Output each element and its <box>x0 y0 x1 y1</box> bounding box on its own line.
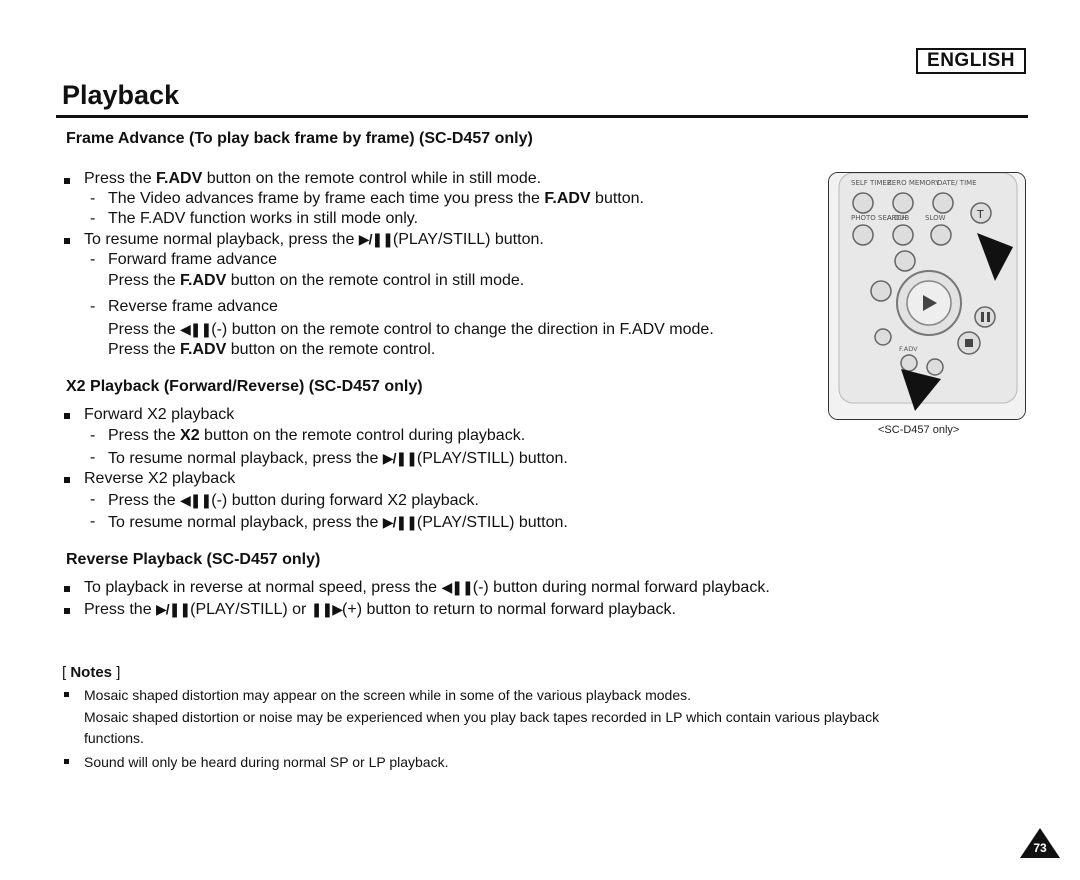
dash-marker: - <box>90 190 96 207</box>
play-still-icon: ▶/❚❚ <box>156 601 191 617</box>
bullet-icon <box>64 608 70 614</box>
x2-button <box>874 328 892 346</box>
dash-marker: - <box>90 251 96 268</box>
play-still-icon: ▶/❚❚ <box>382 450 418 466</box>
label-slow: SLOW <box>925 214 946 222</box>
reverse-icon: ◀❚❚ <box>180 321 212 337</box>
label-fadv: F.ADV <box>899 345 918 353</box>
play-still-icon: ▶/❚❚ <box>358 231 394 247</box>
bullet-icon <box>64 477 70 483</box>
title-rule <box>56 115 1028 118</box>
frame-advance-dash-4-line-3: Press the F.ADV button on the remote con… <box>108 341 436 358</box>
frame-advance-bullet-2: To resume normal playback, press the ▶/❚… <box>84 231 544 248</box>
fast-forward-button <box>894 250 916 272</box>
section-heading-x2-playback: X2 Playback (Forward/Reverse) (SC-D457 o… <box>66 378 423 395</box>
forward-icon: ❚❚▶ <box>310 601 343 617</box>
dash-marker: - <box>90 210 96 227</box>
x2-dash-4: To resume normal playback, press the ▶/❚… <box>108 514 568 531</box>
zero-memory-button <box>892 192 914 214</box>
x2-dash-2: To resume normal playback, press the ▶/❚… <box>108 450 568 467</box>
svg-text:T: T <box>976 208 984 221</box>
bullet-icon <box>64 692 69 697</box>
notes-heading: [ Notes ] <box>62 664 121 681</box>
bullet-icon <box>64 178 70 184</box>
notes-bullet-1-line-3: functions. <box>84 730 144 746</box>
play-icon <box>923 295 937 311</box>
play-still-icon: ▶/❚❚ <box>382 514 418 530</box>
reverse-icon: ◀❚❚ <box>441 579 474 595</box>
pause-button <box>974 306 996 328</box>
x2-bullet-1: Forward X2 playback <box>84 406 235 423</box>
label-self-timer: SELF TIMER <box>851 179 892 187</box>
photo-search-button <box>852 224 874 246</box>
dash-marker: - <box>90 427 96 444</box>
remote-control-illustration: SELF TIMER ZERO MEMORY DATE/ TIME T PHOT… <box>829 173 1025 419</box>
forward-step-button <box>926 358 944 376</box>
a-dub-button <box>892 224 914 246</box>
dash-marker: - <box>90 491 96 508</box>
label-date-time: DATE/ TIME <box>937 179 977 187</box>
self-timer-button <box>852 192 874 214</box>
bullet-icon <box>64 238 70 244</box>
frame-advance-dash-3: Forward frame advance <box>108 251 277 268</box>
page-number: 73 <box>1033 841 1047 855</box>
x2-dash-1: Press the X2 button on the remote contro… <box>108 427 526 444</box>
bullet-icon <box>64 759 69 764</box>
label-zero-memory: ZERO MEMORY <box>887 179 940 187</box>
fadv-button <box>900 354 918 372</box>
pointer-arrow-icon <box>977 233 1013 281</box>
frame-advance-dash-3-line-2: Press the F.ADV button on the remote con… <box>108 272 525 289</box>
frame-advance-dash-4-line-2: Press the ◀❚❚(-) button on the remote co… <box>108 321 714 338</box>
figure-caption: <SC-D457 only> <box>878 424 960 436</box>
page-number-triangle-icon <box>1020 828 1060 858</box>
label-photo-search: PHOTO SEARCH <box>851 214 906 222</box>
section-heading-reverse-playback: Reverse Playback (SC-D457 only) <box>66 551 321 568</box>
dash-marker: - <box>90 298 96 315</box>
x2-bullet-2: Reverse X2 playback <box>84 470 236 487</box>
dash-marker: - <box>90 449 96 466</box>
language-badge: ENGLISH <box>916 48 1026 74</box>
page-title: Playback <box>62 80 180 110</box>
frame-advance-dash-2: The F.ADV function works in still mode o… <box>108 210 419 227</box>
notes-bullet-1-line-2: Mosaic shaped distortion or noise may be… <box>84 709 880 725</box>
slow-button <box>930 224 952 246</box>
reverse-bullet-2: Press the ▶/❚❚(PLAY/STILL) or ❚❚▶(+) but… <box>84 601 676 618</box>
dash-marker: - <box>90 513 96 530</box>
reverse-icon: ◀❚❚ <box>180 492 212 508</box>
frame-advance-dash-4: Reverse frame advance <box>108 298 278 315</box>
frame-advance-dash-1: The Video advances frame by frame each t… <box>108 190 644 207</box>
remote-control-figure: SELF TIMER ZERO MEMORY DATE/ TIME T PHOT… <box>828 172 1026 420</box>
x2-dash-3: Press the ◀❚❚(-) button during forward X… <box>108 492 479 509</box>
page-number-badge: 73 <box>1020 828 1060 858</box>
label-a-dub: A.DUB <box>887 214 909 222</box>
frame-advance-bullet-1: Press the F.ADV button on the remote con… <box>84 170 542 187</box>
date-time-button <box>932 192 954 214</box>
section-heading-frame-advance: Frame Advance (To play back frame by fra… <box>66 130 533 147</box>
t-button <box>970 202 992 224</box>
notes-bullet-2: Sound will only be heard during normal S… <box>84 754 449 770</box>
notes-bullet-1: Mosaic shaped distortion may appear on t… <box>84 687 691 703</box>
reverse-bullet-1: To playback in reverse at normal speed, … <box>84 579 770 596</box>
bullet-icon <box>64 413 70 419</box>
bullet-icon <box>64 586 70 592</box>
rewind-button <box>870 280 892 302</box>
pointer-arrow-icon <box>901 369 941 411</box>
